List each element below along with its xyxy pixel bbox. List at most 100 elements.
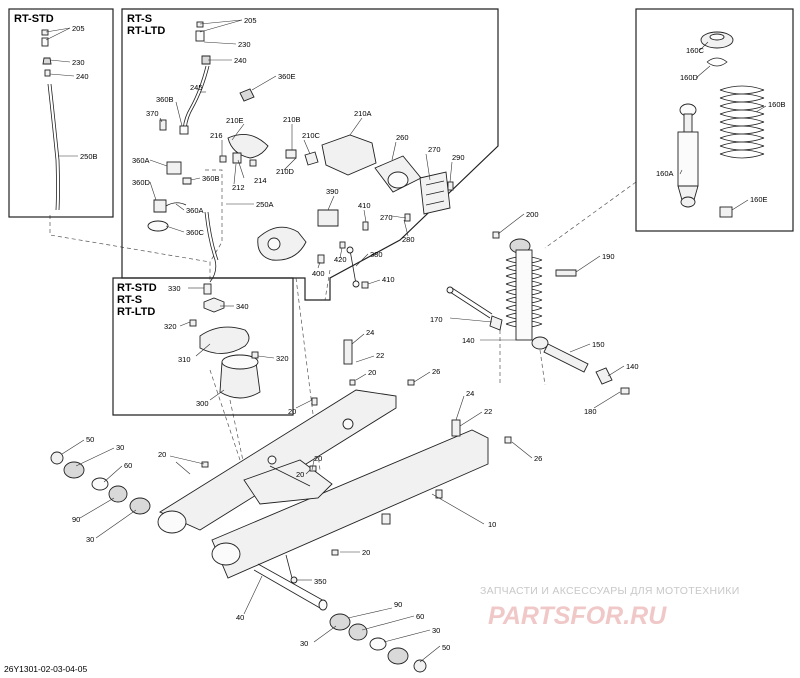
callout-24: 24 xyxy=(466,389,474,398)
callout-214: 214 xyxy=(254,176,267,185)
callout-210c: 210C xyxy=(302,131,321,140)
callout-160c: 160C xyxy=(686,46,705,55)
box-lower-kit: RT-STD RT-S RT-LTD xyxy=(112,277,294,416)
callout-360b: 360B xyxy=(156,95,174,104)
callout-20: 20 xyxy=(314,454,322,463)
callout-160e: 160E xyxy=(750,195,768,204)
callout-60: 60 xyxy=(124,461,132,470)
callout-50: 50 xyxy=(86,435,94,444)
callout-numbers: 205 230 240 250B 205 230 240 360E 245 36… xyxy=(72,16,786,652)
callout-420: 420 xyxy=(334,255,347,264)
callout-300: 300 xyxy=(196,399,209,408)
callout-360c: 360C xyxy=(186,228,205,237)
callout-180: 180 xyxy=(584,407,597,416)
callout-205: 205 xyxy=(72,24,85,33)
callout-210e: 210E xyxy=(226,116,244,125)
callout-20: 20 xyxy=(368,368,376,377)
callout-340: 340 xyxy=(236,302,249,311)
callout-20: 20 xyxy=(362,548,370,557)
watermark-tagline: ЗАПЧАСТИ И АКСЕССУАРЫ ДЛЯ МОТОТЕХНИКИ xyxy=(480,585,740,597)
callout-150: 150 xyxy=(592,340,605,349)
box-label-rt-s: RT-S xyxy=(127,13,152,25)
callout-140: 140 xyxy=(626,362,639,371)
callout-410: 410 xyxy=(382,275,395,284)
callout-170: 170 xyxy=(430,315,443,324)
callout-360a: 360A xyxy=(186,206,204,215)
callout-30: 30 xyxy=(300,639,308,648)
callout-22: 22 xyxy=(484,407,492,416)
callout-20: 20 xyxy=(296,470,304,479)
callout-240: 240 xyxy=(234,56,247,65)
callout-410: 410 xyxy=(358,201,371,210)
callout-90: 90 xyxy=(394,600,402,609)
callout-60: 60 xyxy=(416,612,424,621)
shock-detail-parts xyxy=(677,31,765,218)
callout-245: 245 xyxy=(190,83,203,92)
callout-250a: 250A xyxy=(256,200,274,209)
callout-270: 270 xyxy=(380,213,393,222)
callout-230: 230 xyxy=(72,58,85,67)
callout-360e: 360E xyxy=(278,72,296,81)
callout-280: 280 xyxy=(402,235,415,244)
callout-160d: 160D xyxy=(680,73,699,82)
callout-160b: 160B xyxy=(768,100,786,109)
callout-216: 216 xyxy=(210,131,223,140)
box-label-lower-rt-ltd: RT-LTD xyxy=(117,306,155,318)
callout-230: 230 xyxy=(238,40,251,49)
callout-370: 370 xyxy=(146,109,159,118)
callout-210b: 210B xyxy=(283,115,301,124)
callout-24: 24 xyxy=(366,328,374,337)
callout-260: 260 xyxy=(396,133,409,142)
watermark-logo-text: PARTSFOR.RU xyxy=(488,602,667,630)
callout-205: 205 xyxy=(244,16,257,25)
lower-kit-parts xyxy=(189,283,261,399)
axle-bearings xyxy=(50,451,427,673)
box-label-lower-rt-std: RT-STD xyxy=(117,282,157,294)
callout-212: 212 xyxy=(232,183,245,192)
callout-270: 270 xyxy=(428,145,441,154)
callout-200: 200 xyxy=(526,210,539,219)
box-label-rt-std: RT-STD xyxy=(14,13,54,25)
callout-360d: 360D xyxy=(132,178,151,187)
callout-140: 140 xyxy=(462,336,475,345)
rt-std-parts xyxy=(41,29,60,211)
callout-20: 20 xyxy=(158,450,166,459)
callout-30: 30 xyxy=(116,443,124,452)
callout-310: 310 xyxy=(178,355,191,364)
leader-lines xyxy=(45,19,767,663)
callout-190: 190 xyxy=(602,252,615,261)
callout-400: 400 xyxy=(312,269,325,278)
rt-s-ltd-parts xyxy=(147,21,454,289)
callout-90: 90 xyxy=(72,515,80,524)
callout-40: 40 xyxy=(236,613,244,622)
box-label-rt-ltd: RT-LTD xyxy=(127,25,165,37)
callout-20: 20 xyxy=(288,407,296,416)
callout-320: 320 xyxy=(164,322,177,331)
callout-210d: 210D xyxy=(276,167,295,176)
callout-290: 290 xyxy=(452,153,465,162)
callout-250b: 250B xyxy=(80,152,98,161)
callout-30: 30 xyxy=(86,535,94,544)
callout-22: 22 xyxy=(376,351,384,360)
callout-210a: 210A xyxy=(354,109,372,118)
callout-50: 50 xyxy=(442,643,450,652)
diagram-code: 26Y1301-02-03-04-05 xyxy=(4,664,87,674)
callout-360b: 360B xyxy=(202,174,220,183)
swingarm-frame xyxy=(157,339,512,584)
callout-390: 390 xyxy=(326,187,339,196)
callout-350: 350 xyxy=(314,577,327,586)
watermark: ЗАПЧАСТИ И АКСЕССУАРЫ ДЛЯ МОТОТЕХНИКИ PA… xyxy=(480,585,740,630)
callout-330: 330 xyxy=(168,284,181,293)
callout-360a: 360A xyxy=(132,156,150,165)
box-shock-detail xyxy=(635,8,794,232)
callout-26: 26 xyxy=(534,454,542,463)
callout-26: 26 xyxy=(432,367,440,376)
callout-380: 380 xyxy=(370,250,383,259)
callout-30: 30 xyxy=(432,626,440,635)
box-rt-std: RT-STD xyxy=(8,8,114,218)
box-label-lower-rt-s: RT-S xyxy=(117,294,142,306)
callout-320: 320 xyxy=(276,354,289,363)
callout-10: 10 xyxy=(488,520,496,529)
main-shock-absorber xyxy=(446,231,630,395)
